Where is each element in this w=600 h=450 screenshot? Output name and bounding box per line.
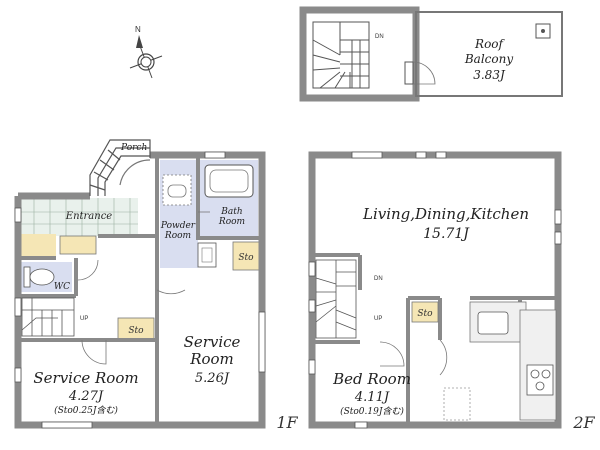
bed-room-label-3: (Sto0.19J含む) xyxy=(340,406,404,417)
wc-label: WC xyxy=(54,282,70,292)
floor-2f: DN UP Sto Living,Dining,Kitchen 15.71J B… xyxy=(308,151,596,432)
roof-label-1: Roof xyxy=(474,37,505,51)
powder-label-1: Powder xyxy=(160,221,196,231)
service-room-b-label-3: 5.26J xyxy=(195,371,230,386)
fridge-space xyxy=(443,387,471,421)
bed-room-label-2: 4.11J xyxy=(354,390,390,405)
washer-icon xyxy=(162,174,192,206)
service-room-a-label-2: 4.27J xyxy=(68,389,104,404)
entrance-tile xyxy=(18,198,138,236)
doors-1f xyxy=(77,211,210,365)
bath-label-2: Room xyxy=(218,217,245,227)
powder-label-2: Room xyxy=(164,231,191,241)
stove-icon xyxy=(526,364,554,396)
windows-1f xyxy=(14,151,266,429)
up-2f-label: UP xyxy=(374,316,382,322)
service-room-a-label-3: (Sto0.25J含む) xyxy=(54,405,118,416)
floor-2f-label: 2F xyxy=(572,413,595,432)
floor-1f: Porch Entrance Bath Room Powder Room WC … xyxy=(14,139,299,432)
windows-2f xyxy=(308,151,562,429)
bathtub-icon xyxy=(204,164,254,198)
compass-north-label: N xyxy=(135,25,141,34)
roof-stair-icon xyxy=(312,21,370,89)
dn-2f-label: DN xyxy=(374,276,383,282)
roof-label-2: Balcony xyxy=(464,52,513,66)
ldk-label-2: 15.71J xyxy=(423,226,470,242)
sto-hall-1f-label: Sto xyxy=(128,326,144,336)
roof-dn-label: DN xyxy=(375,34,384,40)
service-room-a-label-1: Service Room xyxy=(33,369,138,387)
entrance-step xyxy=(59,235,97,255)
roof-floor: DN Roof Balcony 3.83J xyxy=(299,6,563,102)
sink-icon xyxy=(197,242,217,268)
up-1f-label: UP xyxy=(80,316,88,322)
entrance-label: Entrance xyxy=(65,211,113,222)
stair-2f-icon xyxy=(315,259,357,339)
porch-stair-icon xyxy=(89,139,151,196)
bath-label-1: Bath xyxy=(220,207,242,217)
entrance-tile-grid xyxy=(18,198,138,236)
service-room-b-label-1: Service xyxy=(184,333,241,351)
sto-2f xyxy=(411,301,439,323)
sto-1f-label: Sto xyxy=(238,253,254,263)
toilet-icon xyxy=(23,266,55,288)
porch-label: Porch xyxy=(120,143,147,153)
floor-1f-label: 1F xyxy=(276,413,298,432)
sto-2f-label: Sto xyxy=(417,309,433,319)
bed-room-label-1: Bed Room xyxy=(332,370,411,388)
stair-1f-icon xyxy=(21,297,75,337)
shoe-shelf xyxy=(20,234,56,260)
ldk-label-1: Living,Dining,Kitchen xyxy=(362,205,529,223)
kitchen-sink-icon xyxy=(477,311,509,335)
compass-icon: N xyxy=(129,25,163,79)
roof-label-3: 3.83J xyxy=(473,68,506,82)
service-room-b-label-2: Room xyxy=(189,350,234,368)
doors-2f xyxy=(379,339,448,376)
